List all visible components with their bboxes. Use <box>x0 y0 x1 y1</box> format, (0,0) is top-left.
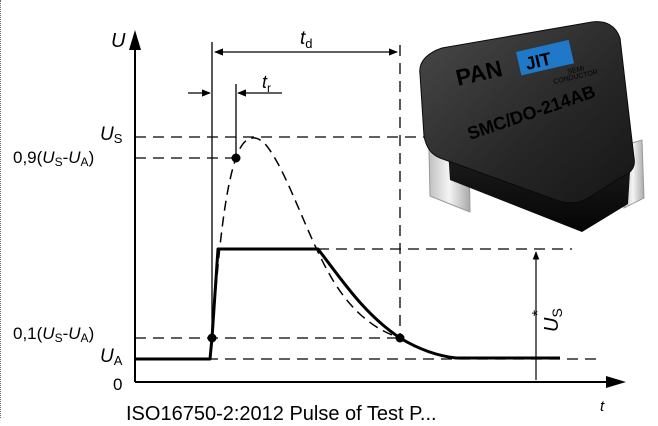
clamped-pulse-curve <box>135 247 560 361</box>
smc-package-image: PAN JIT SEMI CONDUCTOR SMC/DO-214AB <box>419 21 645 232</box>
x-axis-arrow <box>606 376 626 388</box>
p09-point <box>231 153 241 163</box>
axis-x-label: t <box>600 398 605 415</box>
p01-label: 0,1(US-UA) <box>13 324 94 345</box>
package-brand-semi: SEMI <box>567 65 585 76</box>
package-brand-box <box>516 39 575 76</box>
figure-caption: ISO16750-2:2012 Pulse of Test P... <box>126 403 437 425</box>
ua-label: UA <box>100 346 123 368</box>
td-label: td <box>300 28 313 51</box>
left-dotted-border <box>0 0 2 418</box>
tr-label: tr <box>262 72 271 95</box>
p09-label: 0,9(US-UA) <box>13 148 94 169</box>
origin-label: 0 <box>113 375 122 394</box>
package-body-top <box>419 21 635 204</box>
y-axis-arrow <box>129 30 141 50</box>
td-end-point <box>395 333 405 343</box>
p01-point <box>207 333 217 343</box>
us-star-label: US* <box>530 308 565 332</box>
unclamped-pulse-curve <box>211 137 401 339</box>
us-label: US <box>100 124 123 146</box>
axis-y-label: U <box>111 30 126 52</box>
